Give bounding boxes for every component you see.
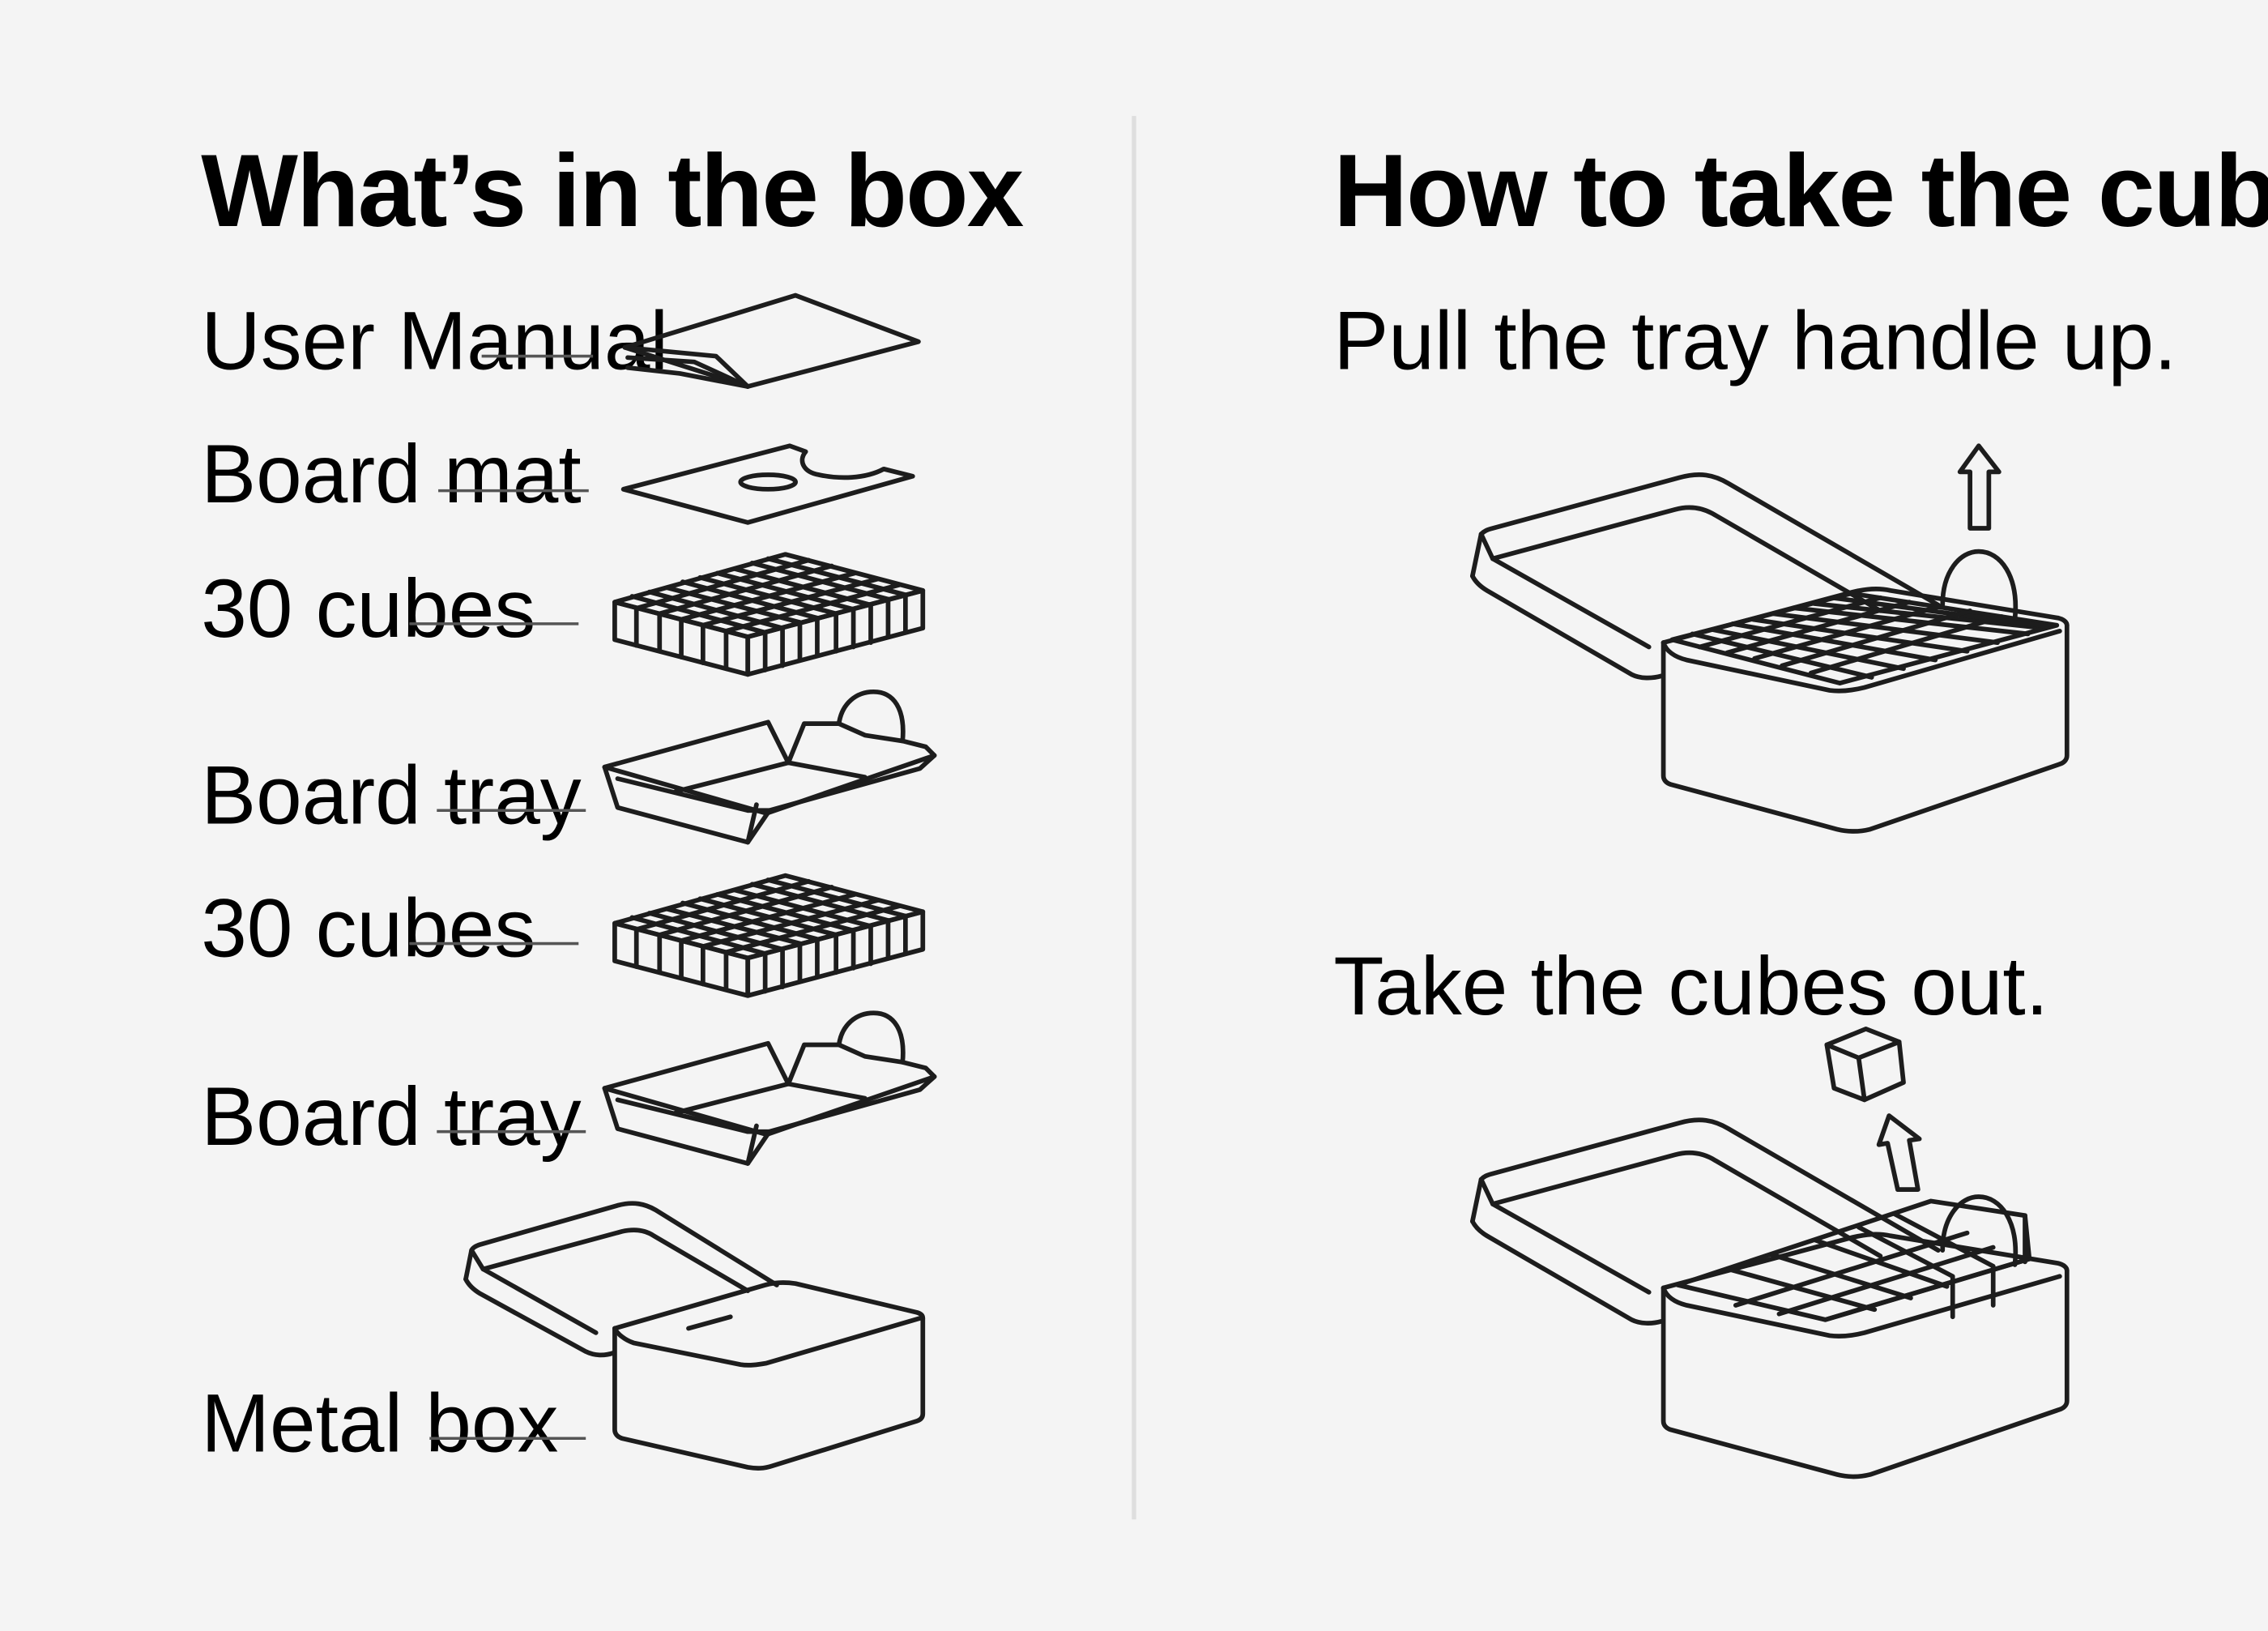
step-2-text: Take the cubes out. bbox=[1333, 940, 2048, 1032]
board-tray-icon bbox=[604, 692, 934, 843]
item-label-board-tray: Board tray bbox=[201, 1070, 582, 1163]
cube-grid-icon bbox=[615, 876, 923, 996]
right-panel: How to take the cubes out Pull the tray … bbox=[1333, 133, 2268, 1477]
item-label-board-tray: Board tray bbox=[201, 749, 582, 841]
right-panel-title: How to take the cubes out bbox=[1333, 133, 2268, 248]
open-box-remove-cube-icon bbox=[1473, 1029, 2067, 1477]
up-arrow-icon bbox=[1960, 446, 1999, 528]
left-panel-title: What’s in the box bbox=[201, 133, 1024, 248]
cube-grid-icon bbox=[615, 554, 923, 674]
item-label-30-cubes: 30 cubes bbox=[201, 562, 535, 655]
board-tray-icon bbox=[604, 1013, 934, 1163]
left-panel: What’s in the box User Manual Board mat … bbox=[201, 133, 1024, 1470]
open-box-pull-tray-icon bbox=[1473, 446, 2067, 831]
item-label-user-manual: User Manual bbox=[201, 295, 668, 387]
item-label-30-cubes: 30 cubes bbox=[201, 882, 535, 975]
board-mat-icon bbox=[624, 446, 913, 523]
step-1-text: Pull the tray handle up. bbox=[1333, 295, 2176, 387]
item-label-metal-box: Metal box bbox=[201, 1377, 558, 1469]
item-label-board-mat: Board mat bbox=[201, 428, 581, 520]
user-manual-icon bbox=[625, 296, 919, 387]
up-arrow-icon bbox=[1879, 1116, 1920, 1189]
